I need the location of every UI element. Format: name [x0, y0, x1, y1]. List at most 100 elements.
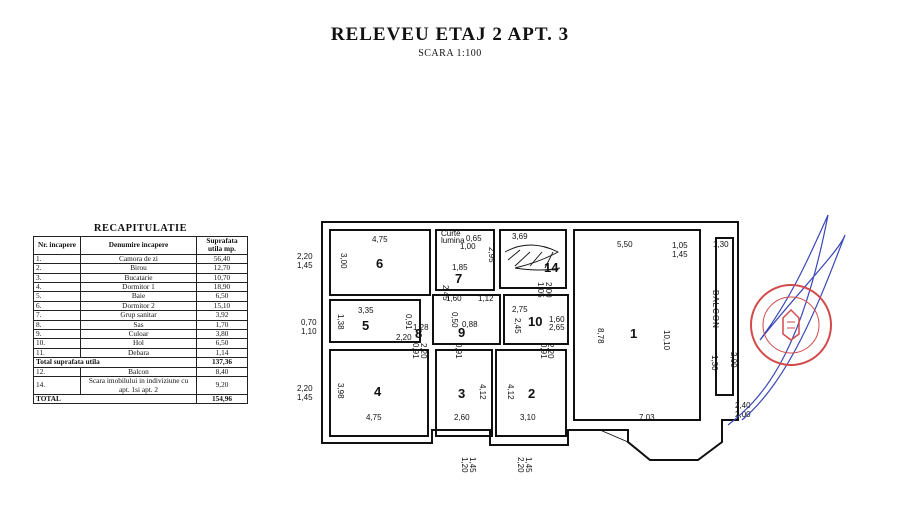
dim-text: 4,75 [372, 235, 388, 244]
dim-text: 3,35 [358, 306, 374, 315]
row-area: 18,90 [196, 282, 248, 293]
row-area: 6,50 [196, 338, 248, 349]
room-8-label: 8 [415, 326, 422, 341]
dim-text: 4,12 [506, 384, 515, 400]
official-stamp-icon [750, 284, 832, 366]
row-area: 3,80 [196, 329, 248, 340]
dim-text: 1,12 [478, 294, 494, 303]
dim-text: 2,45 [441, 285, 450, 301]
dim-text: 0,91 [404, 314, 413, 330]
dim-text: 5,50 [617, 240, 633, 249]
dim-text: 2,75 [512, 305, 528, 314]
page-title: RELEVEU ETAJ 2 APT. 3 [330, 24, 570, 45]
table-row: 14.Scara imobilului in indiviziune cu ap… [33, 376, 248, 395]
dim-text: 0,70 [301, 318, 317, 327]
dim-text: 1,60 [549, 315, 565, 324]
room-4-label: 4 [374, 384, 382, 399]
row-area: 12,70 [196, 263, 248, 274]
dim-text: 1,45 [297, 393, 313, 402]
dim-text: 1,45 [468, 457, 477, 473]
dim-text: 2,60 [454, 413, 470, 422]
dim-text: 2,20 [419, 343, 428, 359]
dim-text: 2,00 [544, 282, 553, 298]
room-10-label: 10 [528, 314, 542, 329]
dim-text: 1,60 [446, 294, 462, 303]
room-1-label: 1 [630, 326, 637, 341]
row-area: 8,40 [196, 366, 248, 378]
dim-text: 3,69 [512, 232, 528, 241]
dim-text: 0,91 [539, 343, 548, 359]
stair [504, 244, 738, 461]
dim-text: 0,50 [450, 312, 459, 328]
room-7-label: 7 [455, 271, 462, 286]
room-9-label: 9 [458, 325, 465, 340]
room-2-label: 2 [528, 386, 535, 401]
row-area: 3,92 [196, 310, 248, 321]
dim-text: 2,20 [396, 333, 412, 342]
dim-text: 1,45 [524, 457, 533, 473]
row-area: 6,50 [196, 291, 248, 302]
dim-text: 1,28 [413, 323, 429, 332]
dim-text: 0,88 [462, 320, 478, 329]
dim-text: 2,20 [516, 457, 525, 473]
room-3-label: 3 [458, 386, 465, 401]
dim-text: 1,20 [460, 457, 469, 473]
dim-text: 8,78 [596, 328, 605, 344]
dim-text: 4,12 [478, 384, 487, 400]
room-6-label: 6 [376, 256, 383, 271]
dim-text: 1,30 [710, 355, 719, 371]
row-area: 10,70 [196, 272, 248, 284]
dim-text: 0,91 [454, 343, 463, 359]
dim-text: 1,10 [301, 327, 317, 336]
scale-label: SCARA 1:100 [418, 48, 482, 59]
row-area: 15,10 [196, 300, 248, 312]
room-5-label: 5 [362, 318, 369, 333]
dim-text: 0,91 [411, 343, 420, 359]
dim-text: 2,20 [297, 384, 313, 393]
dim-text: 1,00 [460, 242, 476, 251]
dim-text: 7,03 [639, 413, 655, 422]
dim-text: 1,30 [713, 240, 729, 249]
dim-text: 1,45 [297, 261, 313, 270]
recap-panel: RECAPITULATIE Nr. incapere Denumire inca… [33, 223, 248, 405]
dim-text: 1,85 [452, 263, 468, 272]
dim-text: 2,20 [297, 252, 313, 261]
dim-text: 2,00 [729, 352, 738, 368]
dim-text: 3,98 [336, 383, 345, 399]
dim-text: 4,75 [366, 413, 382, 422]
dim-text: 1,05 [672, 241, 688, 250]
total-area: 154,96 [196, 393, 248, 405]
curte-label: Curte [441, 229, 461, 238]
dim-text: 1,05 [536, 282, 545, 298]
dim-text: 2,65 [549, 323, 565, 332]
dim-text: 10,10 [662, 330, 671, 351]
dim-text: 2,45 [513, 318, 522, 334]
room-14-label: 14 [544, 260, 559, 275]
dim-text: 1,38 [336, 314, 345, 330]
lumina-label: lumina [441, 236, 465, 245]
balcony-label: BALCON [711, 290, 720, 329]
recap-title: RECAPITULATIE [93, 223, 188, 234]
recap-header-row: Nr. incapere Denumire incapere Suprafata… [33, 236, 248, 255]
dim-text: 3,10 [520, 413, 536, 422]
row-area: 1,14 [196, 347, 248, 359]
dim-text: 3,00 [339, 253, 348, 269]
dim-text: 2,00 [735, 410, 751, 419]
dimensions: 4,75 3,00 2,20 1,45 3,69 5,50 1,05 1,30 … [297, 232, 751, 473]
row-area: 1,70 [196, 319, 248, 331]
dim-text: 2,20 [546, 343, 555, 359]
recap-table: Nr. incapere Denumire incapere Suprafata… [33, 236, 248, 405]
dim-text: 2,95 [487, 247, 496, 263]
dim-text: 0,65 [466, 234, 482, 243]
total-useful-area: 137,36 [196, 357, 248, 368]
